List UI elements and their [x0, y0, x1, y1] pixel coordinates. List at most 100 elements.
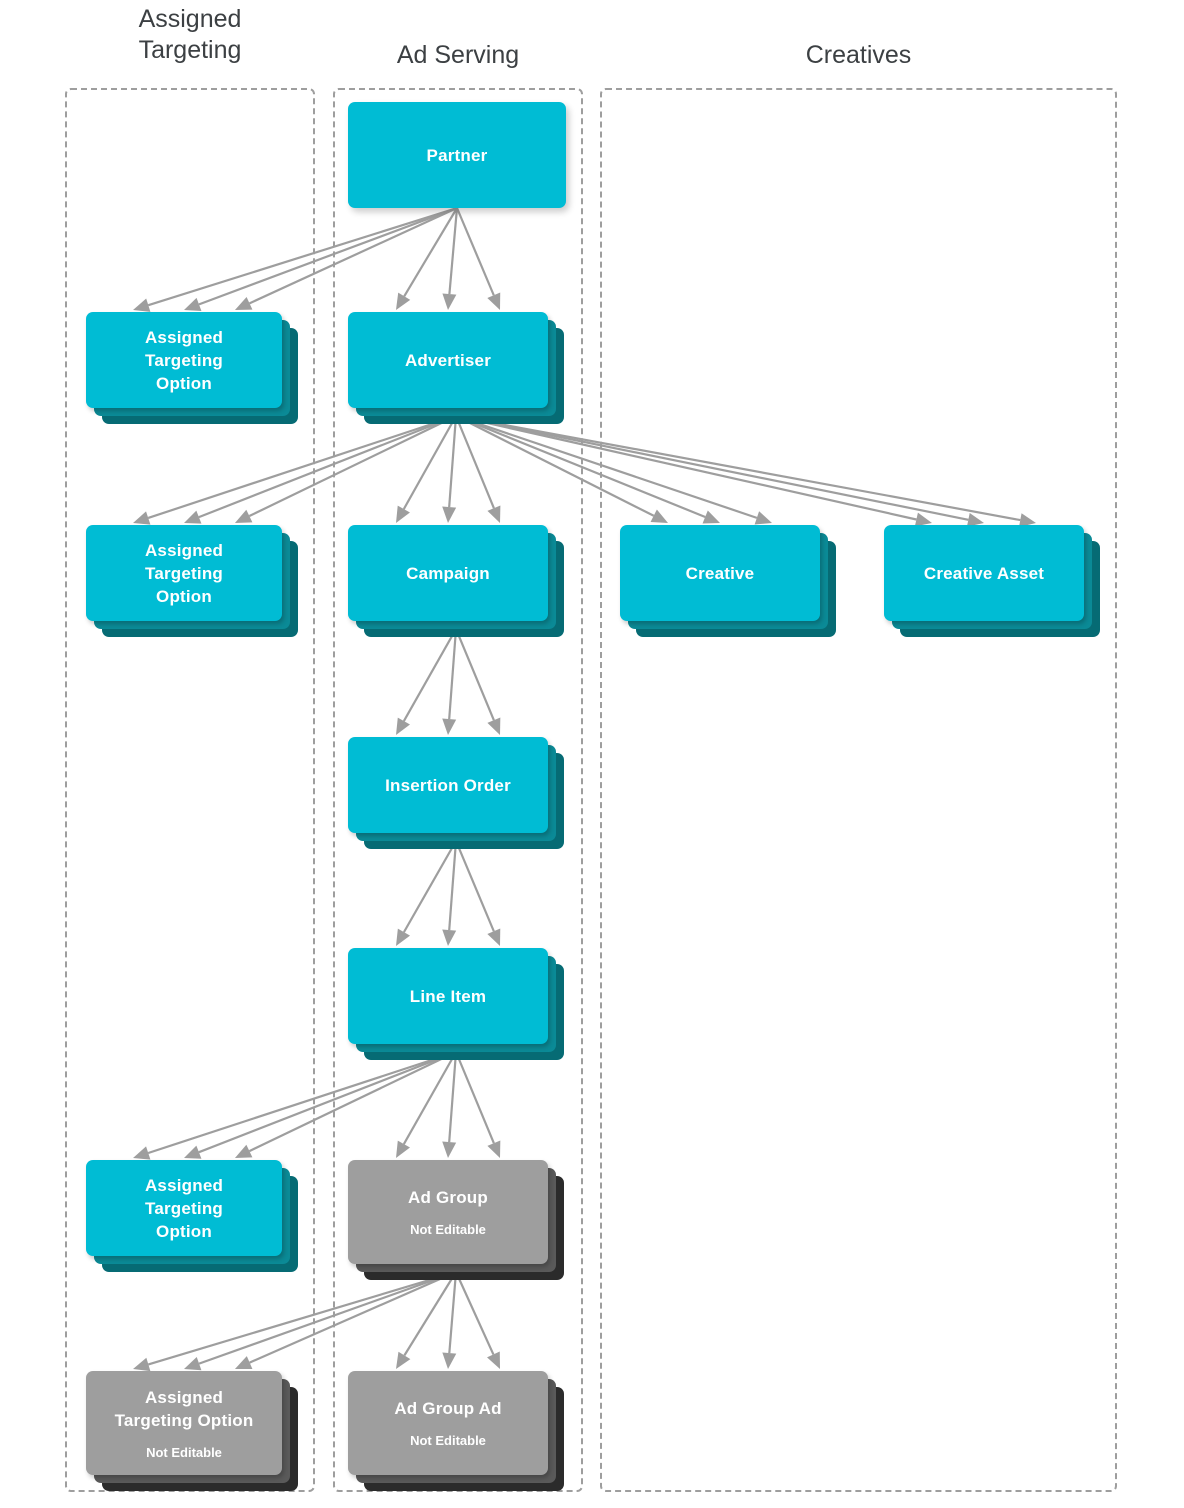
edge-partner-to-advertiser — [442, 207, 459, 310]
edge-advertiser-to-assigned-targeting-option-advertiser — [133, 414, 457, 525]
edge-campaign-to-insertion-order — [442, 628, 458, 735]
node-label-line: Option — [156, 1221, 212, 1241]
node-label-line: Line Item — [409, 986, 487, 1006]
edge-ad-group-to-assigned-targeting-option-ad-group — [234, 1270, 457, 1369]
edge-insertion-order-to-line-item — [442, 840, 458, 946]
edge-advertiser-to-campaign — [442, 415, 458, 523]
edge-advertiser-to-assigned-targeting-option-advertiser — [184, 414, 457, 524]
node-label-line: Ad Group Ad — [394, 1399, 502, 1418]
edge-partner-to-assigned-targeting-option-partner — [133, 206, 458, 312]
column-title-line: Assigned — [138, 5, 242, 33]
column-title-ad-serving: Ad Serving — [333, 40, 583, 71]
node-label-line: Partner — [426, 145, 488, 165]
column-title-line: Targeting — [138, 36, 242, 64]
node-label: Creative Asset — [924, 562, 1044, 585]
node-advertiser[interactable]: Advertiser — [348, 312, 564, 424]
node-label-line: Creative — [685, 563, 755, 583]
edge-advertiser-to-creative-asset — [455, 414, 932, 527]
edge-partner-to-assigned-targeting-option-partner — [184, 206, 458, 311]
node-sublabel: Not Editable — [410, 1222, 486, 1237]
node-creative[interactable]: Creative — [620, 525, 836, 637]
node-face-line-item[interactable]: Line Item — [348, 948, 548, 1044]
node-campaign[interactable]: Campaign — [348, 525, 564, 637]
node-face-campaign[interactable]: Campaign — [348, 525, 548, 621]
column-title-creatives: Creatives — [600, 40, 1117, 71]
edge-advertiser-to-assigned-targeting-option-advertiser — [234, 415, 457, 523]
edge-advertiser-to-campaign — [396, 415, 457, 523]
node-face-insertion-order[interactable]: Insertion Order — [348, 737, 548, 833]
node-label: Creative — [686, 562, 755, 585]
node-label-line: Option — [156, 586, 212, 606]
edge-insertion-order-to-line-item — [396, 840, 457, 946]
node-line-item[interactable]: Line Item — [348, 948, 564, 1060]
edge-line-item-to-ad-group — [454, 1051, 501, 1158]
node-label: Insertion Order — [385, 774, 511, 797]
node-label-line: Assigned — [144, 1387, 224, 1407]
edge-advertiser-to-campaign — [454, 415, 501, 523]
edge-advertiser-to-creative-asset — [455, 414, 984, 527]
node-face-advertiser[interactable]: Advertiser — [348, 312, 548, 408]
edge-ad-group-to-assigned-targeting-option-ad-group — [133, 1270, 457, 1372]
node-face-partner[interactable]: Partner — [348, 102, 566, 208]
edge-advertiser-to-creative — [455, 415, 668, 523]
node-sublabel: Not Editable — [146, 1444, 222, 1460]
edge-partner-to-advertiser — [455, 207, 501, 310]
node-label: Advertiser — [405, 349, 491, 372]
node-face-creative[interactable]: Creative — [620, 525, 820, 621]
node-label-line: Assigned — [144, 1175, 224, 1195]
node-label-line: Assigned — [144, 327, 224, 347]
node-label: Campaign — [406, 562, 490, 585]
edge-advertiser-to-creative-asset — [455, 414, 1036, 527]
edge-line-item-to-ad-group — [442, 1051, 458, 1158]
node-label: Ad Group Ad — [394, 1397, 501, 1420]
node-label: Partner — [427, 144, 488, 167]
node-label: Ad Group — [408, 1186, 488, 1209]
edge-ad-group-to-assigned-targeting-option-ad-group — [184, 1270, 457, 1371]
edge-campaign-to-insertion-order — [454, 628, 501, 735]
group-box-ad-serving — [333, 88, 583, 1492]
node-face-creative-asset[interactable]: Creative Asset — [884, 525, 1084, 621]
node-label-line: Targeting — [145, 563, 223, 583]
node-partner[interactable]: Partner — [348, 102, 566, 208]
node-label-line: Creative Asset — [923, 563, 1045, 583]
edge-campaign-to-insertion-order — [396, 628, 457, 735]
edge-line-item-to-ad-group — [396, 1051, 457, 1158]
node-label-line: Advertiser — [404, 350, 492, 370]
edge-partner-to-advertiser — [396, 207, 458, 310]
node-label-line: Targeting — [145, 1198, 223, 1218]
edge-ad-group-to-ad-group-ad — [442, 1271, 458, 1369]
node-creative-asset[interactable]: Creative Asset — [884, 525, 1100, 637]
edge-advertiser-to-creative — [455, 414, 720, 524]
edge-ad-group-to-ad-group-ad — [454, 1271, 500, 1369]
node-label-line: Insertion Order — [385, 775, 511, 795]
node-label: Line Item — [410, 985, 486, 1008]
node-label-line: Ad Group — [408, 1188, 488, 1207]
node-insertion-order[interactable]: Insertion Order — [348, 737, 564, 849]
node-label-line: Option — [156, 373, 212, 393]
edge-line-item-to-assigned-targeting-option-line-item — [184, 1050, 457, 1159]
column-title-line: Creatives — [805, 41, 912, 69]
node-label-line: Assigned — [144, 540, 224, 560]
group-box-assigned-targeting — [65, 88, 315, 1492]
node-label-line: Campaign — [406, 563, 490, 583]
column-title-assigned-targeting: Assigned Targeting — [65, 4, 315, 66]
edge-partner-to-assigned-targeting-option-partner — [234, 207, 458, 310]
edge-line-item-to-assigned-targeting-option-line-item — [234, 1051, 457, 1158]
column-title-line: Ad Serving — [396, 41, 520, 69]
